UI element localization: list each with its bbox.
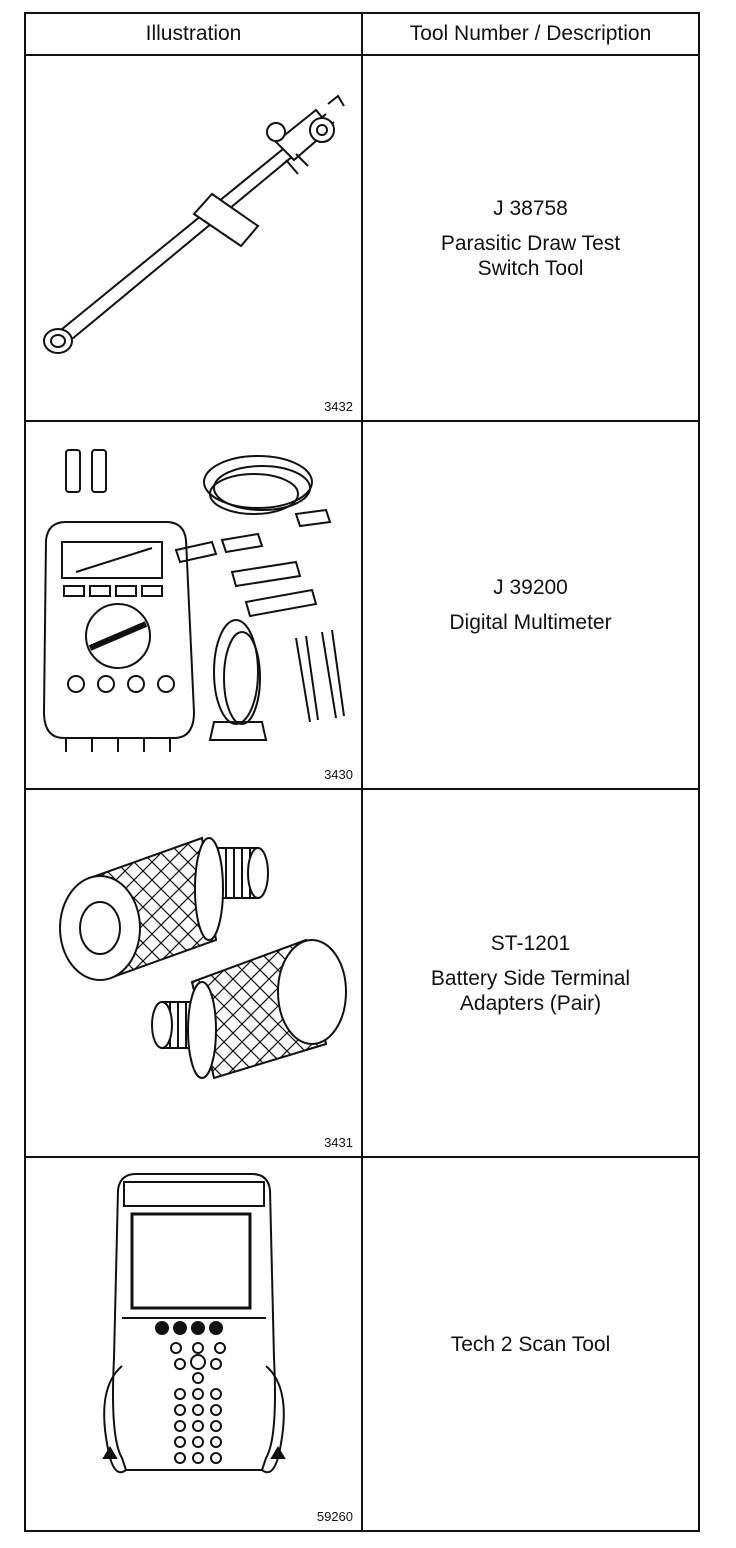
description-cell: J 39200 Digital Multimeter: [363, 422, 698, 788]
tool-number: ST-1201: [490, 931, 571, 955]
description-cell: ST-1201 Battery Side Terminal Adapters (…: [363, 790, 698, 1156]
illustration-cell: 3430: [26, 422, 361, 788]
digital-multimeter-icon: [42, 449, 345, 752]
tool-description-line: Adapters (Pair): [459, 991, 602, 1015]
tool-description-line: Parasitic Draw Test: [440, 231, 621, 255]
tool-table: Illustration Tool Number / Description 3…: [24, 12, 700, 1532]
tool-number: J 39200: [493, 576, 568, 599]
figure-number: 59260: [316, 1509, 353, 1524]
figure-number: 3431: [324, 1135, 353, 1150]
parasitic-draw-switch-icon: [43, 94, 345, 354]
scan-tool-icon: [102, 1173, 286, 1474]
terminal-adapters-icon: [59, 836, 347, 1080]
header-tool-description: Tool Number / Description: [409, 22, 652, 45]
row-divider: [26, 788, 698, 790]
tool-description-line: Battery Side Terminal: [430, 966, 631, 990]
tool-number: J 38758: [493, 196, 568, 220]
tool-description-line: Switch Tool: [477, 256, 584, 280]
tool-description-line: Digital Multimeter: [449, 611, 612, 634]
header-divider: [26, 54, 698, 56]
column-divider: [361, 14, 363, 1530]
tool-description-line: Tech 2 Scan Tool: [450, 1332, 611, 1356]
illustration-cell: 3431: [26, 790, 361, 1156]
illustration-cell: 59260: [26, 1158, 361, 1530]
row-divider: [26, 420, 698, 422]
illustration-cell: 3432: [26, 56, 361, 420]
description-cell: J 38758 Parasitic Draw Test Switch Tool: [363, 56, 698, 420]
figure-number: 3430: [324, 767, 353, 782]
row-divider: [26, 1156, 698, 1158]
header-illustration: Illustration: [145, 22, 242, 45]
description-cell: Tech 2 Scan Tool: [363, 1158, 698, 1530]
figure-number: 3432: [324, 399, 353, 414]
